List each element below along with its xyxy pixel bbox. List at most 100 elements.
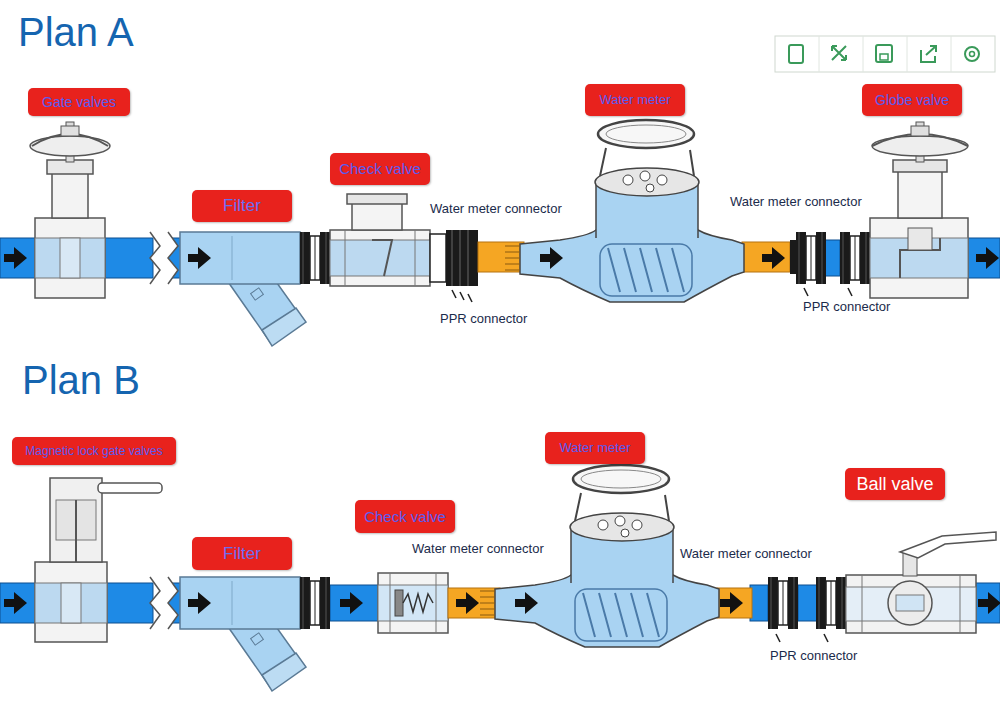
pipe: [975, 583, 1000, 623]
toolbar: [789, 45, 803, 63]
toolbar: [970, 52, 975, 57]
magnetic-gate-valve: [61, 583, 81, 623]
toolbar: [876, 45, 892, 62]
pipe-break: [150, 232, 160, 284]
gate-valve: [52, 172, 88, 218]
water-meter: [600, 148, 694, 176]
magnetic-gate-valve: [35, 562, 107, 642]
ball-valve: [896, 595, 924, 611]
magnetic-gate-valve: [98, 483, 162, 493]
water-meter: [608, 248, 684, 292]
ppr-connector: [430, 230, 478, 286]
pipe: [750, 585, 768, 621]
toolbar: [775, 36, 995, 72]
globe-valve: [911, 126, 929, 136]
meter-connector: [742, 242, 790, 272]
ppr-ring: [840, 232, 870, 284]
globe-valve: [870, 122, 968, 298]
callout-tag: Water meter: [585, 84, 685, 116]
ppr-connector: [446, 230, 478, 286]
check-valve: [330, 194, 430, 286]
callout-tag: Water meter: [545, 432, 645, 464]
leader-mark: [452, 288, 852, 302]
check-valve: [330, 230, 430, 286]
tag-text: Filter: [223, 545, 261, 563]
ppr-ring: [796, 232, 826, 284]
pipe-break: [168, 232, 178, 284]
tag-text: Filter: [223, 197, 261, 215]
pipe: [330, 585, 380, 621]
gate-valve: [61, 126, 79, 136]
ppr-connector: [460, 230, 461, 286]
part-label: PPR connector: [770, 649, 857, 663]
ball-valve: [846, 532, 996, 633]
y-strainer: [180, 232, 306, 346]
meter-connector: [478, 242, 524, 272]
flow-arrow: [456, 592, 479, 614]
y-strainer: [251, 288, 264, 300]
callout-tag: Magnetic lock gate valves: [12, 437, 176, 465]
water-meter: [606, 125, 686, 143]
pipe: [0, 238, 40, 278]
leader-mark: [460, 292, 464, 300]
meter-connector: [790, 240, 796, 274]
flow-arrow: [978, 592, 1000, 614]
leader-mark: [848, 288, 852, 296]
globe-valve: [870, 218, 968, 298]
part-label: PPR connector: [440, 312, 527, 326]
ppr-connector: [452, 230, 453, 286]
tag-text: Water meter: [599, 93, 670, 107]
check-valve: [345, 230, 346, 286]
toolbar: [907, 36, 908, 72]
pipe: [966, 238, 1000, 278]
y-strainer: [262, 308, 306, 346]
ball-valve: [888, 581, 932, 625]
ball-valve: [846, 575, 976, 633]
flow-arrow: [4, 592, 27, 614]
water-meter: [640, 171, 650, 181]
part-label: Water meter connector: [730, 195, 862, 209]
magnetic-gate-valve: [50, 478, 102, 562]
flow-arrow: [340, 592, 363, 614]
tag-text: Ball valve: [856, 475, 933, 494]
toolbar: [965, 47, 979, 61]
callout-tag: Ball valve: [845, 468, 945, 500]
flow-arrow: [4, 592, 1000, 614]
pipe: [0, 583, 40, 623]
y-strainer: [232, 236, 233, 280]
pipe: [798, 585, 818, 621]
pipe-break: [150, 232, 178, 284]
toolbar: [863, 36, 864, 72]
check-valve: [395, 590, 403, 616]
globe-valve: [898, 170, 942, 218]
gate-valve: [35, 218, 105, 298]
callout-tag: Check valve: [355, 500, 455, 533]
ppr-ring: [300, 232, 330, 284]
magnetic-gate-valve: [35, 583, 107, 623]
flow-arrow: [4, 247, 27, 269]
magnetic-gate-valve: [75, 500, 77, 562]
callout-tag: Check valve: [330, 153, 430, 185]
ppr-ring: [300, 577, 330, 629]
leader-mark: [776, 634, 780, 642]
part-label: PPR connector: [803, 300, 890, 314]
magnetic-gate-valve: [35, 478, 162, 642]
check-valve: [415, 230, 416, 286]
leader-mark: [468, 294, 472, 302]
plan-title: Plan B: [22, 358, 140, 402]
part-label: Water meter connector: [412, 542, 544, 556]
gate-valve: [60, 238, 80, 278]
plan-title: Plan A: [18, 10, 134, 54]
water-meter: [623, 175, 633, 185]
part-label: Water meter connector: [430, 202, 562, 216]
tag-text: Gate valves: [42, 95, 116, 110]
leader-mark: [824, 634, 828, 642]
tag-text: Check valve: [339, 161, 421, 177]
check-valve: [378, 585, 448, 621]
check-valve: [390, 573, 391, 633]
pipe: [105, 583, 153, 623]
leader-mark: [776, 634, 828, 642]
tag-text: Check valve: [364, 509, 446, 525]
